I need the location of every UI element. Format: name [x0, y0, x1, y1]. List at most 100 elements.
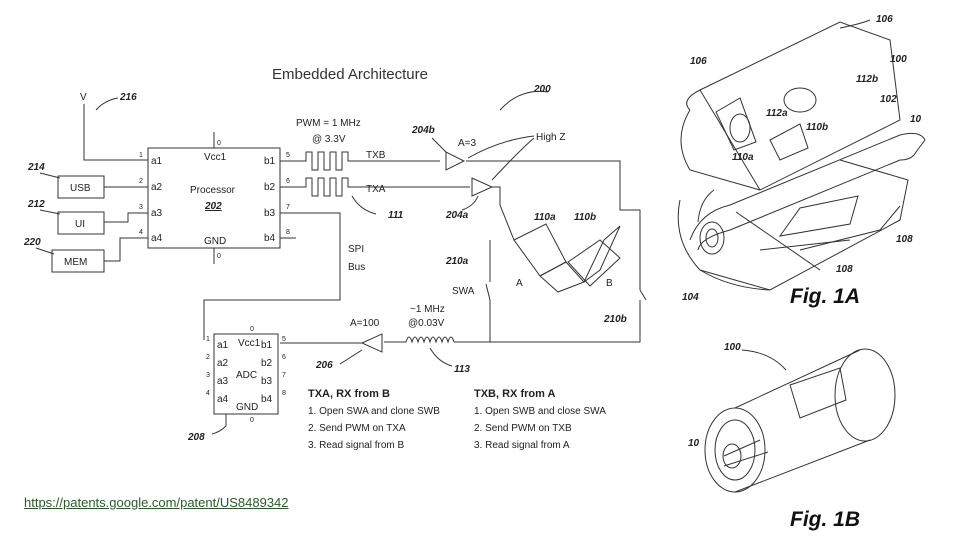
amp-tx-b-ref: 204b [411, 125, 435, 136]
adc-pin-b4: b4 [261, 394, 273, 405]
swa-label: SWA [452, 286, 475, 297]
proc-bottom-num: 0 [217, 253, 221, 260]
fig1a-ref-108-right: 108 [896, 234, 913, 245]
transducer-b [583, 225, 621, 283]
proc-pin-a3: a3 [151, 208, 163, 219]
amp-rx-gain: A=100 [350, 318, 380, 329]
proc-num-1: 1 [139, 152, 143, 159]
mem-label: MEM [64, 257, 87, 268]
procedure-b-step-2: 2. Send PWM on TXA [308, 423, 406, 434]
patent-source-link[interactable]: https://patents.google.com/patent/US8489… [24, 495, 289, 510]
amp-tx-a-ref: 204a [445, 210, 469, 221]
transducer-a-ref: 110a [534, 212, 556, 223]
transducer-b-label: B [606, 278, 613, 289]
processor-name: Processor [190, 185, 236, 196]
adc-num-2: 2 [206, 354, 210, 361]
proc-pin-b4: b4 [264, 233, 276, 244]
procedure-a-step-2: 2. Send PWM on TXB [474, 423, 572, 434]
amp-tx-b [445, 151, 466, 171]
fig1a-ref-106-left: 106 [690, 56, 707, 67]
adc-num-1: 1 [206, 336, 210, 343]
processor-block [147, 147, 281, 249]
adc-gnd: GND [236, 402, 258, 413]
usb-label: USB [70, 183, 91, 194]
fig1a-ref-108-bottom: 108 [836, 264, 853, 275]
fig1a-ref-106-top: 106 [876, 14, 893, 25]
procedure-b-step-3: 3. Read signal from B [308, 440, 404, 451]
txa-label: TXA [366, 184, 386, 195]
transducer-a-label: A [516, 278, 523, 289]
amp-tx-a [471, 177, 494, 197]
adc-pin-b1: b1 [261, 340, 273, 351]
procedure-b-heading: TXA, RX from B [308, 388, 390, 400]
usb-ref: 214 [27, 162, 45, 173]
adc-num-3: 3 [206, 372, 210, 379]
procedure-a-heading: TXB, RX from A [474, 388, 556, 400]
adc-bottom-num: 0 [250, 417, 254, 424]
adc-num-6: 6 [282, 354, 286, 361]
fig1a-ref-110a: 110a [732, 152, 754, 163]
rx-signal-label: ~1 MHz [410, 304, 445, 315]
fig1a-ref-10: 10 [910, 114, 922, 125]
mem-ref: 220 [23, 237, 41, 248]
supply-label: V [80, 92, 87, 103]
proc-pin-b2: b2 [264, 182, 276, 193]
adc-pin-a1: a1 [217, 340, 229, 351]
fig1a-ref-112b: 112b [856, 74, 878, 85]
transducer-b-ref: 110b [574, 212, 596, 223]
swa-ref: 210a [445, 256, 469, 267]
fig1a-ref-110b: 110b [806, 122, 828, 133]
pwm-voltage: @ 3.3V [312, 134, 346, 145]
adc-num-5: 5 [282, 336, 286, 343]
swb-ref: 210b [603, 314, 627, 325]
proc-num-7: 7 [286, 204, 290, 211]
adc-pin-b3: b3 [261, 376, 273, 387]
adc-top-num: 0 [250, 326, 254, 333]
adc-num-4: 4 [206, 390, 210, 397]
fig-1a-caption: Fig. 1A [790, 285, 861, 308]
fig1b-ref-100: 100 [724, 342, 741, 353]
proc-num-5: 5 [286, 152, 290, 159]
proc-num-8: 8 [286, 229, 290, 236]
pwm-ref: 111 [388, 210, 404, 221]
procedure-b-step-1: 1. Open SWA and clone SWB [308, 406, 440, 417]
ui-block [57, 211, 105, 235]
proc-pin-a2: a2 [151, 182, 163, 193]
adc-name: ADC [236, 370, 257, 381]
proc-num-2: 2 [139, 178, 143, 185]
system-ref-arrow [499, 90, 549, 111]
adc-pin-a2: a2 [217, 358, 229, 369]
adc-vcc: Vcc1 [238, 338, 261, 349]
amp-rx-ref: 206 [315, 360, 333, 371]
rx-ref: 113 [454, 364, 470, 375]
processor-ref: 202 [204, 201, 222, 212]
supply-ref: 216 [119, 92, 137, 103]
proc-gnd: GND [204, 236, 226, 247]
procedure-a-step-1: 1. Open SWB and close SWA [474, 406, 606, 417]
proc-num-6: 6 [286, 178, 290, 185]
adc-block [213, 333, 279, 415]
proc-pin-a4: a4 [151, 233, 163, 244]
high-z-label: High Z [536, 132, 565, 143]
fig1b-ref-10: 10 [688, 438, 700, 449]
amp-tx-gain: A=3 [458, 138, 477, 149]
proc-vcc: Vcc1 [204, 152, 227, 163]
ui-ref: 212 [27, 199, 45, 210]
adc-num-7: 7 [282, 372, 286, 379]
proc-pin-a1: a1 [151, 156, 163, 167]
transducer-a [513, 223, 567, 277]
fig-1b-caption: Fig. 1B [790, 508, 861, 531]
system-ref: 200 [533, 84, 551, 95]
adc-ref: 208 [187, 432, 205, 443]
fig-1b-drawing [704, 348, 896, 493]
rx-signal-voltage: @0.03V [408, 318, 445, 329]
adc-pin-a3: a3 [217, 376, 229, 387]
adc-pin-b2: b2 [261, 358, 273, 369]
spi-bus-label: Bus [348, 262, 365, 273]
txb-label: TXB [366, 150, 386, 161]
procedure-a-step-3: 3. Read signal from A [474, 440, 570, 451]
amp-rx [360, 333, 383, 353]
adc-pin-a4: a4 [217, 394, 229, 405]
